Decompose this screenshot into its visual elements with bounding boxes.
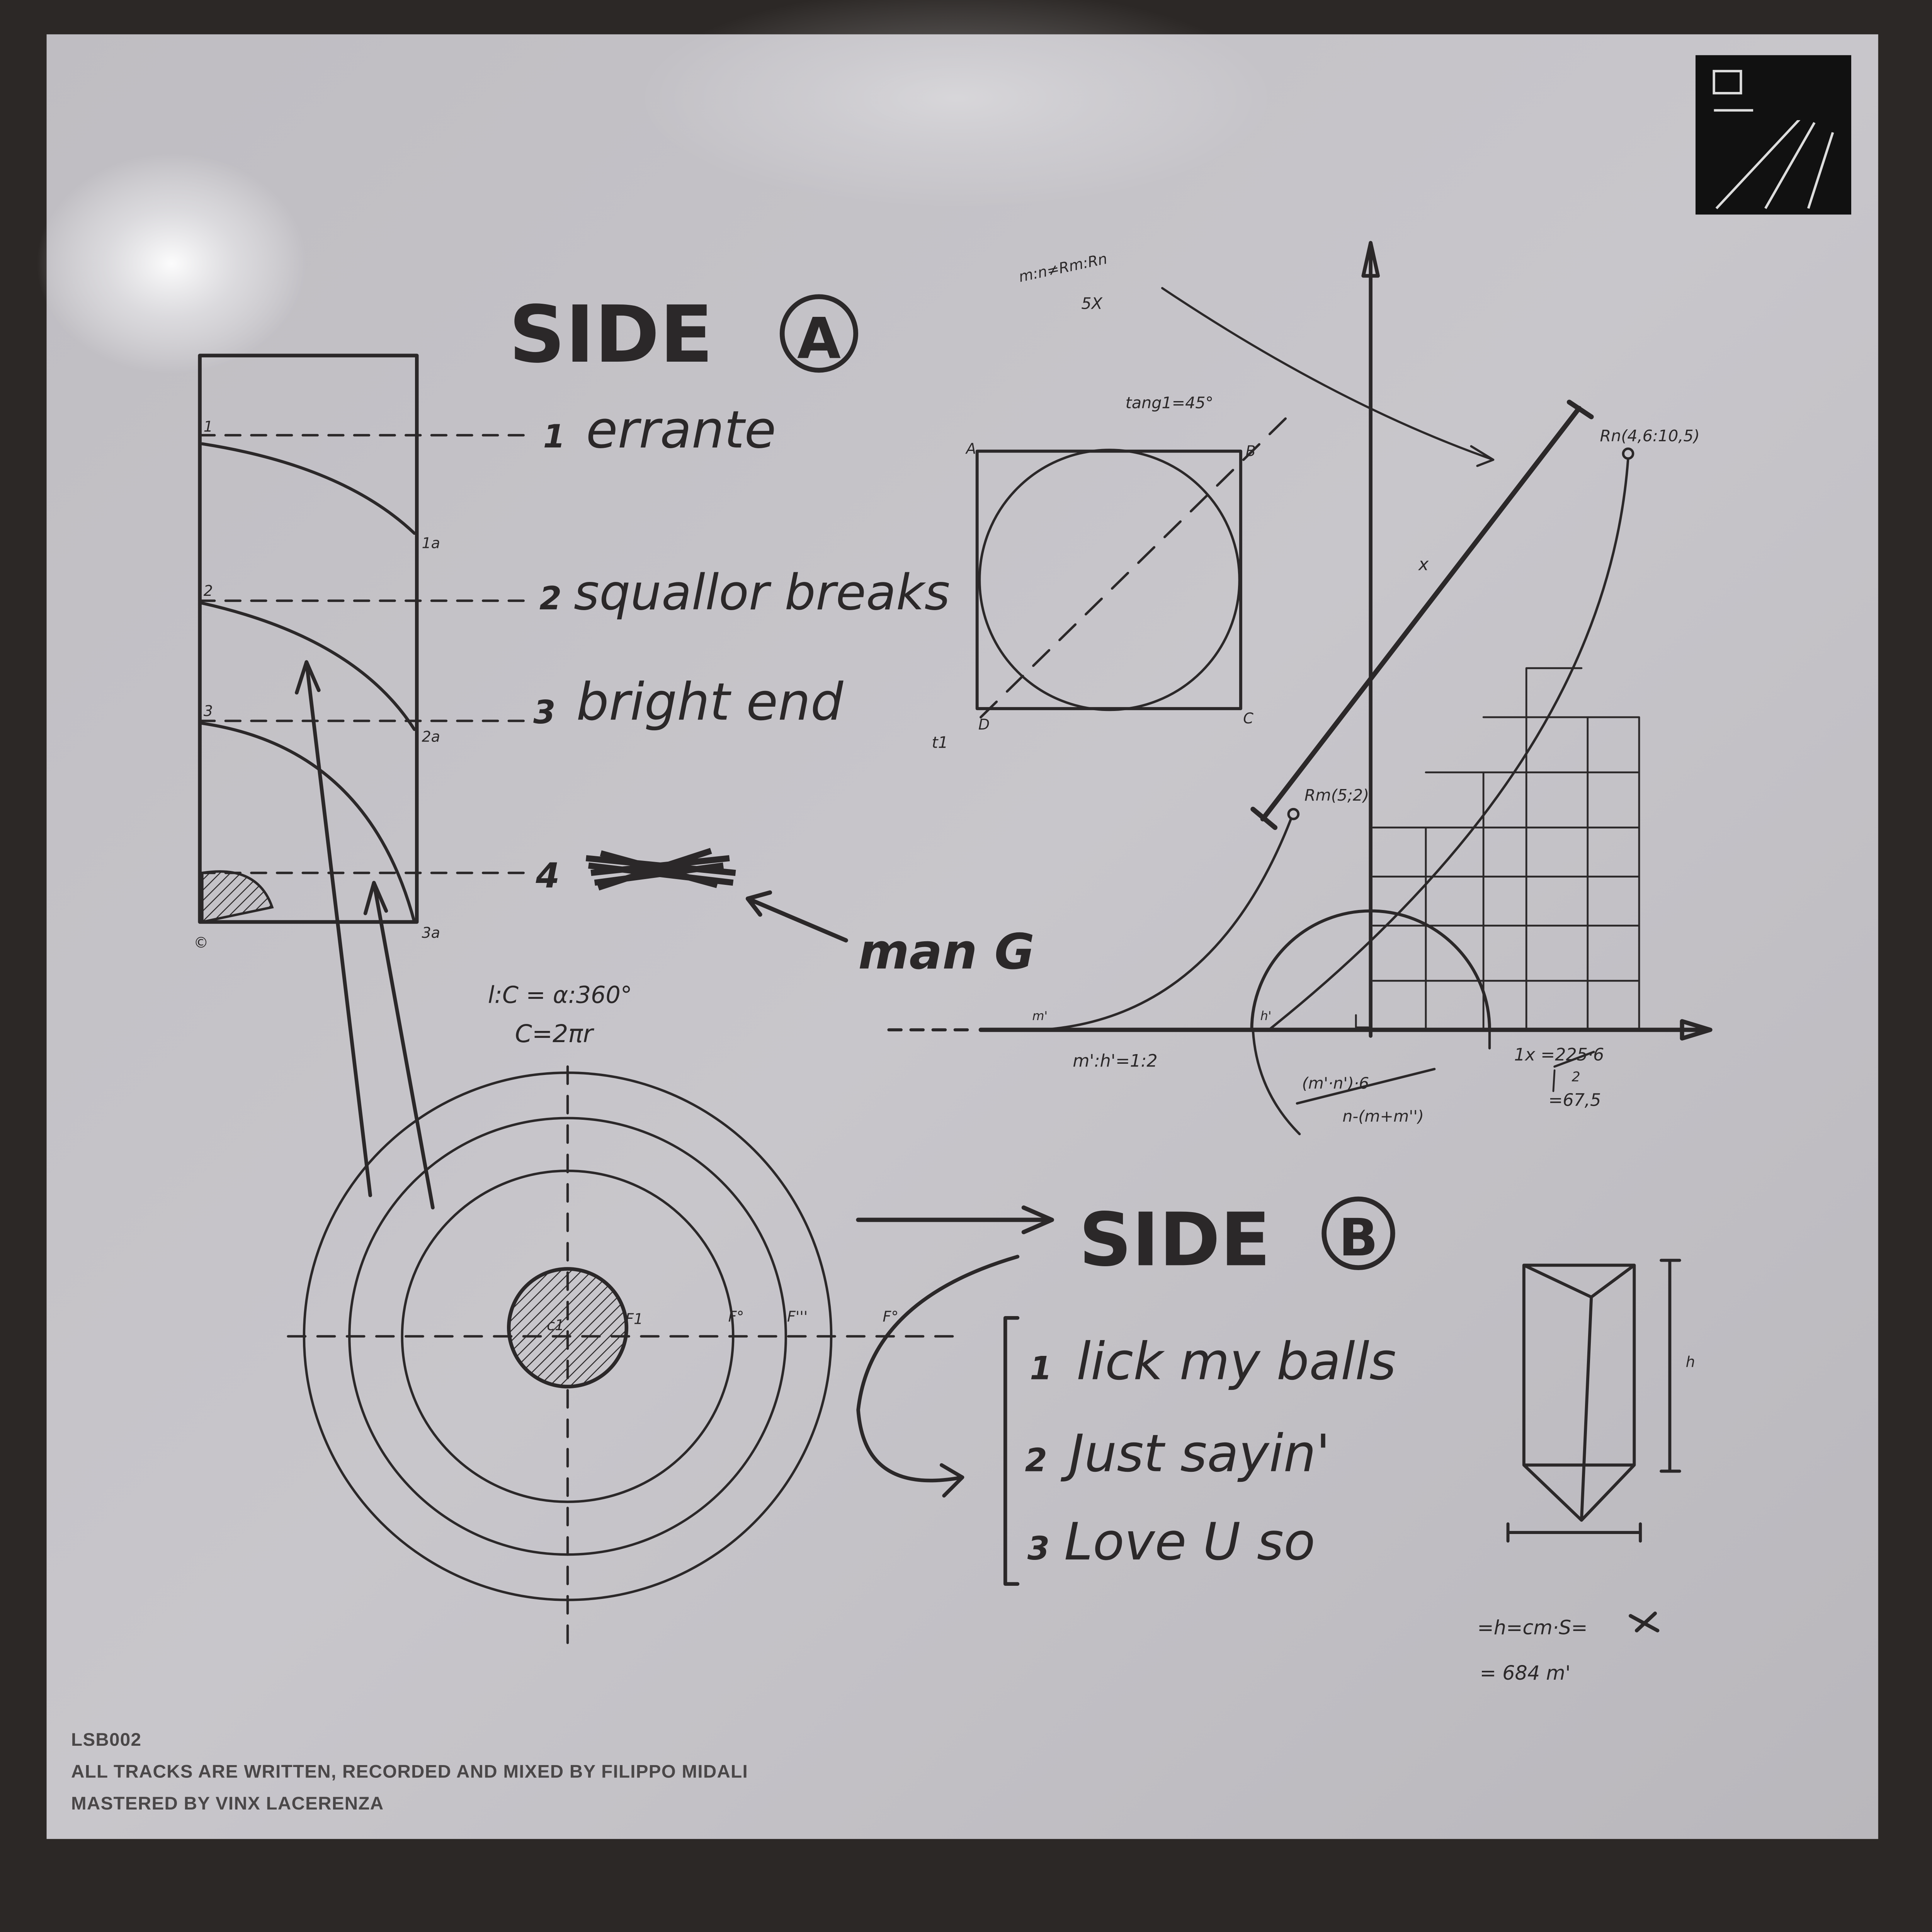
formula-circumference-ratio: l:C = α:360°: [488, 981, 632, 1009]
curved-arrow-icon: [856, 1255, 1020, 1498]
fraction-numerator: (m'·n')·6: [1302, 1074, 1369, 1092]
side-a-heading: SIDE A: [509, 289, 858, 380]
annotation-man-g: man G: [858, 923, 1035, 980]
side-b-tracklist: 1 lick my balls 2 Just sayin' 3 Love U s…: [1003, 1316, 1396, 1586]
marker-1: 1: [204, 418, 213, 435]
track-a1: 1 errante: [543, 400, 776, 460]
side-a-letter: A: [797, 306, 841, 371]
fraction-denominator: n-(m+m''): [1342, 1107, 1424, 1126]
svg-text:3: 3: [533, 694, 555, 731]
credits: LSB002 ALL TRACKS ARE WRITTEN, RECORDED …: [71, 1730, 748, 1814]
track-title: bright end: [576, 672, 844, 732]
disc-label: F1: [625, 1311, 643, 1328]
marker-2: 2: [204, 582, 213, 599]
label-logo: [1696, 55, 1851, 215]
m-label: m': [1032, 1009, 1048, 1023]
ratio-label: m':h'=1:2: [1073, 1051, 1157, 1071]
record-sleeve-back: SIDE A 1 1a 2 2a 3 3a © 1 errante 2 squa…: [37, 0, 1878, 1839]
corner-label: A: [965, 440, 976, 457]
marker-2a: 2a: [422, 728, 440, 745]
tangent-label: tang1=45°: [1126, 394, 1214, 412]
svg-text:1: 1: [543, 418, 565, 455]
credit-line-mastered: MASTERED BY VINX LACERENZA: [71, 1793, 384, 1814]
svg-text:1: 1: [1030, 1350, 1052, 1387]
marker-1a: 1a: [422, 534, 440, 551]
svg-text:2: 2: [539, 580, 561, 617]
scribbled-title: [585, 848, 736, 891]
disc-diagram: l:C = α:360° C=2πr c1 F1 F° F''' F°: [287, 660, 1054, 1656]
side-b-letter: B: [1339, 1208, 1378, 1268]
x-label: x: [1418, 554, 1429, 574]
formula-top-2: 5X: [1081, 294, 1102, 313]
graph-diagram: m:n≠Rm:Rn 5X A B C D tang1=45° t1 x Rn(4…: [887, 241, 1713, 1136]
track-b1: 1 lick my balls: [1030, 1332, 1396, 1391]
catalog-number: LSB002: [71, 1730, 141, 1750]
disc-label: F°: [728, 1308, 744, 1325]
disc-label: c1: [547, 1317, 564, 1334]
prism-diagram: h =h=cm·S= = 684 m': [1477, 1259, 1695, 1684]
track-a3: 3 bright end: [533, 672, 844, 732]
prism-formula: =h=cm·S=: [1477, 1616, 1587, 1639]
corner-label: C: [1243, 710, 1253, 727]
point-rm-label: Rm(5;2): [1304, 786, 1369, 804]
prism-height-label: h: [1686, 1354, 1695, 1371]
calc-1: 1x =225·6: [1514, 1045, 1604, 1065]
side-b-heading: SIDE B: [1079, 1196, 1395, 1282]
track-b3: 3 Love U so: [1027, 1512, 1315, 1572]
track-title: errante: [586, 400, 776, 460]
side-a-title: SIDE: [509, 289, 713, 380]
track-a2: 2 squallor breaks: [539, 564, 950, 621]
side-a-diagram: 1 1a 2 2a 3 3a ©: [194, 354, 529, 951]
side-a-tracklist: 1 errante 2 squallor breaks 3 bright end…: [533, 400, 1034, 980]
corner-label: D: [978, 716, 990, 733]
t-label: t1: [932, 733, 948, 752]
track-title: Just sayin': [1061, 1423, 1330, 1483]
track-b2: 2 Just sayin': [1025, 1423, 1330, 1483]
prism-result: = 684 m': [1480, 1662, 1571, 1684]
svg-text:3: 3: [1027, 1530, 1049, 1567]
arrow-icon: [295, 660, 372, 1197]
disc-label: F''': [787, 1308, 808, 1325]
track-title: squallor breaks: [574, 564, 950, 621]
svg-text:4: 4: [536, 856, 560, 896]
arrow-icon: [856, 1205, 1054, 1235]
point-rn-label: Rn(4,6:10,5): [1600, 427, 1700, 445]
arrow-icon: [745, 890, 848, 943]
corner-label: B: [1246, 442, 1256, 459]
track-title: Love U so: [1064, 1512, 1315, 1572]
paper-panel: [46, 34, 1878, 1839]
light-glare: [37, 153, 307, 374]
side-b-title: SIDE: [1079, 1197, 1270, 1282]
calc-1-denominator: 2: [1572, 1069, 1580, 1085]
calc-2: =67,5: [1548, 1090, 1601, 1110]
h-label: h': [1260, 1009, 1272, 1023]
marker-3a: 3a: [422, 924, 440, 941]
credit-line-written: ALL TRACKS ARE WRITTEN, RECORDED AND MIX…: [71, 1762, 748, 1782]
light-glare-top: [638, 0, 1275, 209]
track-title: lick my balls: [1077, 1332, 1396, 1391]
track-a4: 4: [536, 848, 736, 896]
formula-circumference: C=2πr: [515, 1019, 595, 1048]
marker-3: 3: [204, 702, 213, 719]
copyright-mark: ©: [194, 934, 208, 951]
svg-text:2: 2: [1025, 1442, 1047, 1479]
arrow-icon: [363, 881, 435, 1209]
